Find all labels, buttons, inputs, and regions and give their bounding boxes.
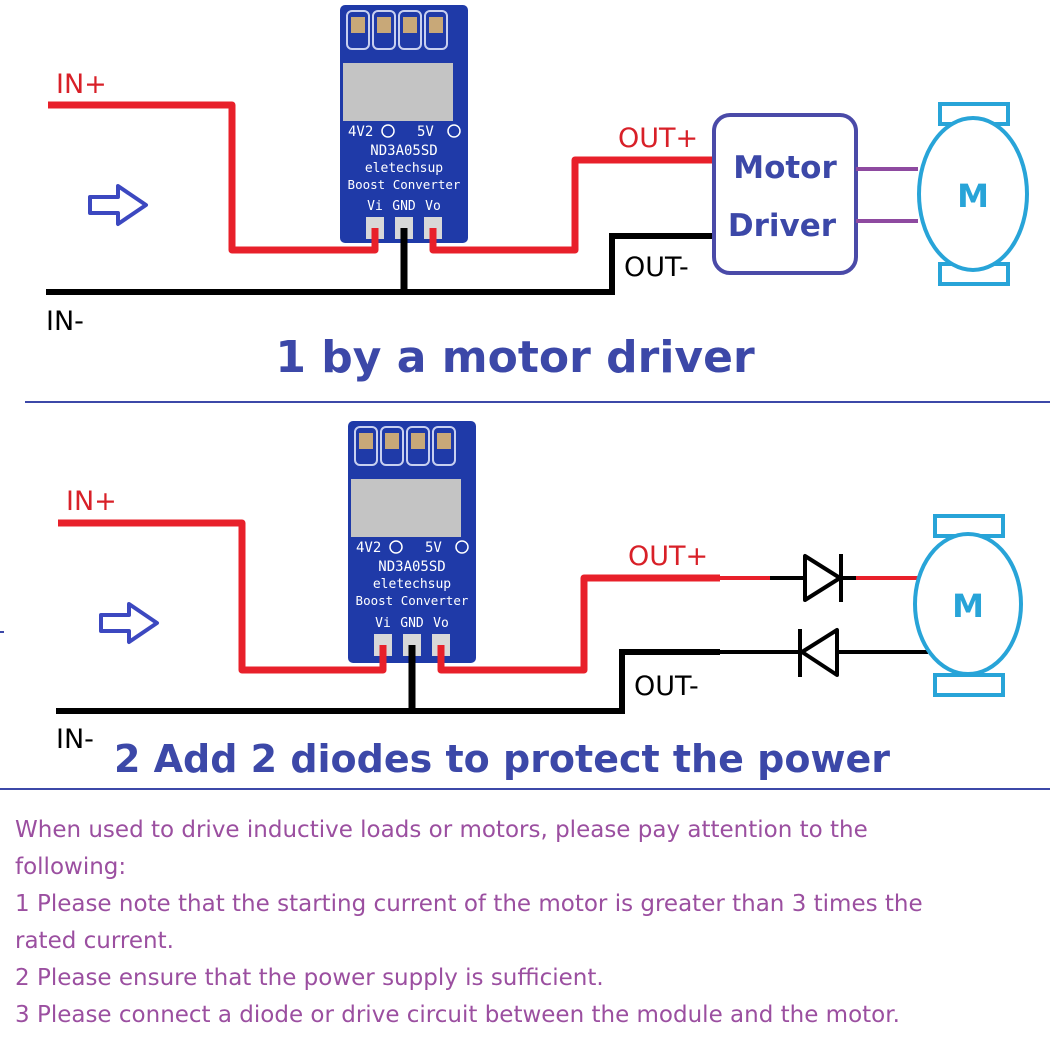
in-minus-wire-2 [56,649,720,714]
out-plus-label: OUT+ [618,123,698,154]
jumper-5v-label: 5V [417,124,434,140]
motor-driver-box [712,113,858,275]
jumper-5v-label: 5V [425,540,442,556]
diode-2-icon [798,628,839,677]
jumper-4v2-label: 4V2 [356,540,381,556]
pin-vi-label: Vi [367,199,383,214]
in-plus-wire [48,101,379,254]
motor-label: M [952,587,984,625]
module-type: Boost Converter [356,593,469,608]
note-1: 1 Please note that the starting current … [15,891,923,917]
in-minus-label: IN- [46,306,84,337]
motor-driver-label-line2: Driver [728,208,837,244]
boost-converter-module-2: 4V2 5V ND3A05SD eletechsup Boost Convert… [348,421,476,663]
diode-1-icon [803,554,843,602]
module-type: Boost Converter [348,177,461,192]
note-1-cont: rated current. [15,928,174,954]
diagram-1: IN+ IN- OUT+ OUT- 4V2 5 [46,5,1029,383]
jumper-4v2-pad [389,540,403,554]
motor-icon: M [917,102,1029,286]
in-plus-wire-2 [58,519,387,674]
in-plus-label-2: IN+ [66,486,117,517]
in-plus-label: IN+ [56,69,107,100]
jumper-4v2-label: 4V2 [348,124,373,140]
module-model: ND3A05SD [378,559,445,575]
out-plus-wire-2 [437,574,720,674]
pin-vo-label: Vo [433,616,449,631]
motor-icon-2: M [913,514,1023,697]
direction-arrow-icon-2 [99,602,159,644]
pin-gnd-label: GND [392,199,416,214]
module-model: ND3A05SD [370,143,437,159]
smd-capacitors [354,426,456,466]
out-minus-label-2: OUT- [634,671,699,702]
usage-notes: When used to drive inductive loads or mo… [15,812,1045,1034]
note-3: 3 Please connect a diode or drive circui… [15,1002,900,1028]
pin-vo-label: Vo [425,199,441,214]
diagram-2-title: 2 Add 2 diodes to protect the power [114,737,890,781]
in-minus-wire [46,233,712,295]
smd-capacitors [346,10,448,50]
out-plus-label-2: OUT+ [628,541,708,572]
boost-converter-module: 4V2 5V ND3A05SD eletechsup Boost Convert… [340,5,468,243]
notes-intro: When used to drive inductive loads or mo… [15,817,868,843]
motor-driver-label-line1: Motor [733,150,837,186]
diagram-1-title: 1 by a motor driver [275,332,755,383]
out-minus-label: OUT- [624,252,689,283]
jumper-5v-pad [455,540,469,554]
note-2: 2 Please ensure that the power supply is… [15,965,604,991]
diagram-2: IN+ IN- OUT+ OUT- 4V2 5V [0,421,1023,781]
inductor-shield [351,479,461,537]
jumper-4v2-pad [381,124,395,138]
module-brand: eletechsup [365,161,443,176]
direction-arrow-icon [88,184,148,226]
pin-gnd-label: GND [400,616,424,631]
inductor-shield [343,63,453,121]
pin-vi-label: Vi [375,616,391,631]
notes-intro-cont: following: [15,854,127,880]
jumper-5v-pad [447,124,461,138]
in-minus-label-2: IN- [56,724,94,755]
motor-label: M [957,177,989,215]
module-brand: eletechsup [373,577,451,592]
